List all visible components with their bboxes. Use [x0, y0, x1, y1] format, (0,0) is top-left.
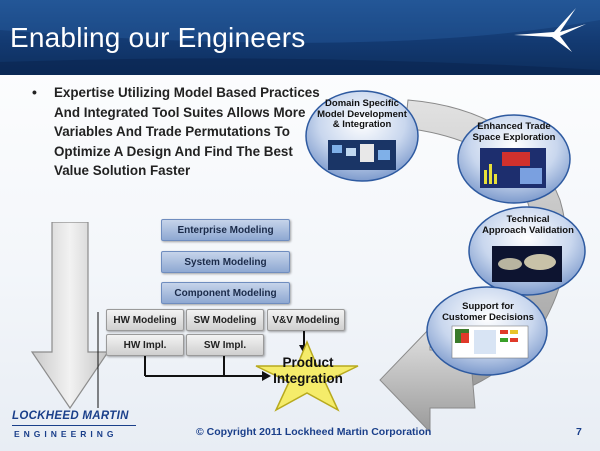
engineering-logo-text: ENGINEERING	[14, 429, 118, 439]
step2-line2: Space Exploration	[472, 131, 556, 143]
cycle-step-4-label: Support for Customer Decisions	[438, 301, 538, 323]
enterprise-modeling-box: Enterprise Modeling	[161, 219, 290, 241]
step1-line2: Model Development	[317, 108, 407, 120]
down-arrow-icon	[30, 222, 110, 410]
page-number: 7	[576, 426, 582, 438]
step4-line1: Support for	[462, 301, 514, 312]
copyright-text: © Copyright 2011 Lockheed Martin Corpora…	[196, 426, 432, 438]
header-wave-decoration	[0, 0, 600, 75]
product-label-line2: Integration	[273, 371, 343, 386]
cycle-step-3-label: Technical Approach Validation	[476, 214, 580, 236]
system-modeling-box: System Modeling	[161, 251, 290, 273]
product-label-line1: Product	[282, 355, 334, 370]
step2-line1: Enhanced Trade	[477, 121, 551, 132]
step3-line2: Approach Validation	[482, 224, 574, 236]
logo-divider	[12, 425, 136, 426]
star-logo-icon	[514, 8, 586, 52]
company-logo-text: LOCKHEED MARTIN	[12, 410, 129, 422]
component-modeling-box: Component Modeling	[161, 282, 290, 304]
hw-modeling-box: HW Modeling	[106, 309, 184, 331]
sw-impl-box: SW Impl.	[186, 334, 264, 356]
cycle-step-2-label: Enhanced Trade Space Exploration	[466, 121, 562, 143]
step1-line3: & Integration	[332, 119, 392, 130]
hw-impl-box: HW Impl.	[106, 334, 184, 356]
cycle-step-1-label: Domain Specific Model Development & Inte…	[316, 98, 408, 131]
sw-modeling-box: SW Modeling	[186, 309, 264, 331]
slide-header: Enabling our Engineers	[0, 0, 600, 75]
bullet-point: • Expertise Utilizing Model Based Practi…	[32, 83, 324, 181]
step4-line2: Customer Decisions	[442, 311, 534, 323]
vv-modeling-box: V&V Modeling	[267, 309, 345, 331]
slide-title: Enabling our Engineers	[10, 22, 306, 53]
step1-line1: Domain Specific	[325, 98, 399, 109]
step3-line1: Technical	[506, 214, 550, 225]
product-integration-label: Product Integration	[262, 355, 354, 387]
product-integration-star-icon	[255, 340, 359, 412]
bullet-text: Expertise Utilizing Model Based Practice…	[54, 85, 320, 178]
bullet-dot-icon: •	[32, 84, 37, 100]
